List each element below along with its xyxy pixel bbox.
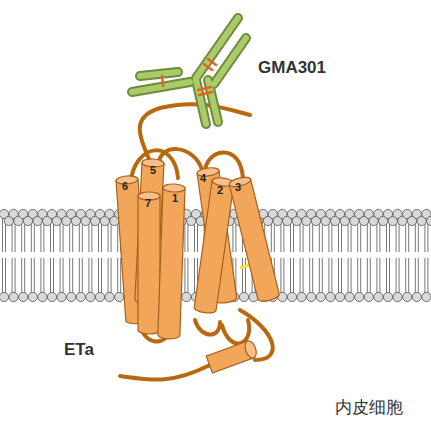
callout-number: 2 <box>217 184 223 196</box>
c-terminal-helix <box>206 339 258 373</box>
helix-cylinders <box>116 158 280 339</box>
callout-number: 4 <box>200 172 206 184</box>
antibody-name: GMA301 <box>258 58 326 78</box>
callout-number: 1 <box>172 192 178 204</box>
antibody <box>132 18 246 124</box>
callout-number: 7 <box>145 197 151 209</box>
callout-number: 3 <box>235 181 241 193</box>
callout-number: 5 <box>150 164 156 176</box>
callout-number: 6 <box>122 180 128 192</box>
receptor-name: ETa <box>64 340 94 360</box>
cell-type-label: 内皮细胞 <box>335 396 403 419</box>
